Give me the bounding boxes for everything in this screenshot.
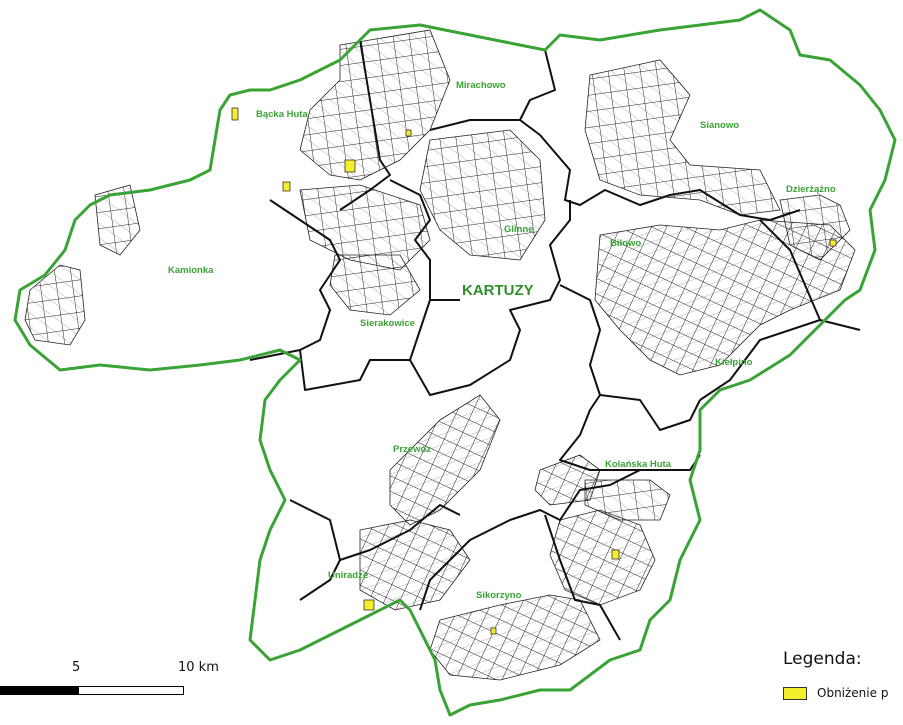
legend: Legenda: Obniżenie p — [783, 649, 903, 725]
label-glinne: Glinne — [504, 224, 534, 235]
label-kielpino: Kiełpino — [715, 357, 753, 368]
label-bilowo: Bilowo — [610, 238, 641, 249]
label-sikorzyno: Sikorzyno — [476, 590, 522, 601]
label-przewoz: Przewóz — [393, 444, 431, 455]
label-mirachowo: Mirachowo — [456, 80, 506, 91]
label-backa-huta: Bącka Huta — [256, 109, 308, 120]
label-sianowo: Sianowo — [700, 120, 739, 131]
scale-mid-label: 5 — [72, 660, 81, 675]
district-labels: Bącka Huta Mirachowo Sianowo Dzierżążno … — [168, 80, 836, 601]
depression-patches — [231, 107, 837, 635]
label-uniradze: Uniradze — [328, 570, 368, 581]
scale-bar-white-segment — [78, 686, 184, 695]
label-sierakowice: Sierakowice — [360, 318, 415, 329]
label-kartuzy: KARTUZY — [462, 282, 534, 299]
label-kolanska-huta: Kolańska Huta — [605, 459, 672, 470]
district-boundaries — [249, 39, 861, 641]
label-kamionka: Kamionka — [168, 265, 214, 276]
legend-title: Legenda: — [783, 649, 862, 669]
label-dzierzazno: Dzierżążno — [786, 184, 836, 195]
outer-boundary — [13, 8, 897, 717]
scale-end-label: 10 km — [178, 660, 219, 675]
scale-bar-black-segment — [0, 686, 78, 695]
legend-item-label: Obniżenie p — [817, 686, 889, 700]
legend-swatch-depression — [783, 687, 807, 700]
scale-bar: 5 10 km — [0, 660, 240, 700]
